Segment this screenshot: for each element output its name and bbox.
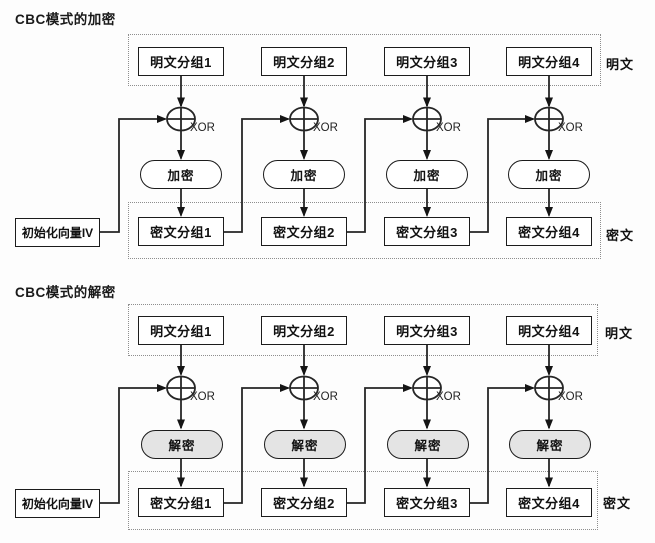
decryption-plaintext-row-label: 明文	[605, 326, 634, 341]
decrypt-op-2: 解密	[264, 430, 346, 459]
xor-icon	[166, 375, 196, 401]
encryption-plaintext-row-label: 明文	[606, 57, 635, 72]
xor-icon	[289, 106, 319, 132]
encryption-xor-icons	[166, 106, 564, 132]
xor-icon	[534, 375, 564, 401]
decrypt-op-1: 解密	[141, 430, 223, 459]
encryption-plaintext-block-3: 明文分组3	[384, 47, 470, 76]
xor-label: XOR	[313, 122, 338, 134]
decryption-plaintext-block-2: 明文分组2	[261, 316, 347, 345]
encryption-ciphertext-block-3: 密文分组3	[384, 217, 470, 246]
xor-label: XOR	[190, 122, 215, 134]
decryption-ciphertext-row-label: 密文	[603, 496, 632, 511]
xor-label: XOR	[190, 391, 215, 403]
encryption-plaintext-block-1: 明文分组1	[138, 47, 224, 76]
encryption-ciphertext-block-4: 密文分组4	[506, 217, 592, 246]
encryption-plaintext-block-2: 明文分组2	[261, 47, 347, 76]
encryption-ciphertext-block-2: 密文分组2	[261, 217, 347, 246]
decryption-ciphertext-frame	[128, 471, 598, 530]
xor-icon	[166, 106, 196, 132]
decrypt-op-3: 解密	[387, 430, 469, 459]
decryption-plaintext-frame	[128, 304, 598, 356]
encryption-title: CBC模式的加密	[15, 12, 116, 27]
encryption-plaintext-frame	[128, 34, 601, 86]
decryption-ciphertext-block-3: 密文分组3	[384, 488, 470, 517]
encrypt-op-4: 加密	[508, 160, 590, 189]
decryption-ciphertext-block-2: 密文分组2	[261, 488, 347, 517]
decryption-ciphertext-block-1: 密文分组1	[138, 488, 224, 517]
encryption-iv-box: 初始化向量IV	[15, 218, 100, 247]
decryption-iv-box: 初始化向量IV	[15, 489, 100, 518]
decryption-title: CBC模式的解密	[15, 285, 116, 300]
xor-icon	[289, 375, 319, 401]
encrypt-op-3: 加密	[386, 160, 468, 189]
decryption-plaintext-block-1: 明文分组1	[138, 316, 224, 345]
encryption-ciphertext-block-1: 密文分组1	[138, 217, 224, 246]
xor-label: XOR	[436, 391, 461, 403]
xor-icon	[534, 106, 564, 132]
decryption-plaintext-block-3: 明文分组3	[384, 316, 470, 345]
xor-label: XOR	[558, 122, 583, 134]
encryption-arrows	[98, 76, 553, 233]
encryption-ciphertext-row-label: 密文	[606, 228, 635, 243]
decryption-plaintext-block-4: 明文分组4	[506, 316, 592, 345]
decryption-arrows	[98, 345, 553, 504]
encrypt-op-2: 加密	[263, 160, 345, 189]
encryption-plaintext-block-4: 明文分组4	[506, 47, 592, 76]
xor-label: XOR	[558, 391, 583, 403]
decryption-xor-icons	[166, 375, 564, 401]
decrypt-op-4: 解密	[509, 430, 591, 459]
decryption-ciphertext-block-4: 密文分组4	[506, 488, 592, 517]
xor-icon	[412, 375, 442, 401]
xor-label: XOR	[313, 391, 338, 403]
xor-label: XOR	[436, 122, 461, 134]
encrypt-op-1: 加密	[140, 160, 222, 189]
xor-icon	[412, 106, 442, 132]
